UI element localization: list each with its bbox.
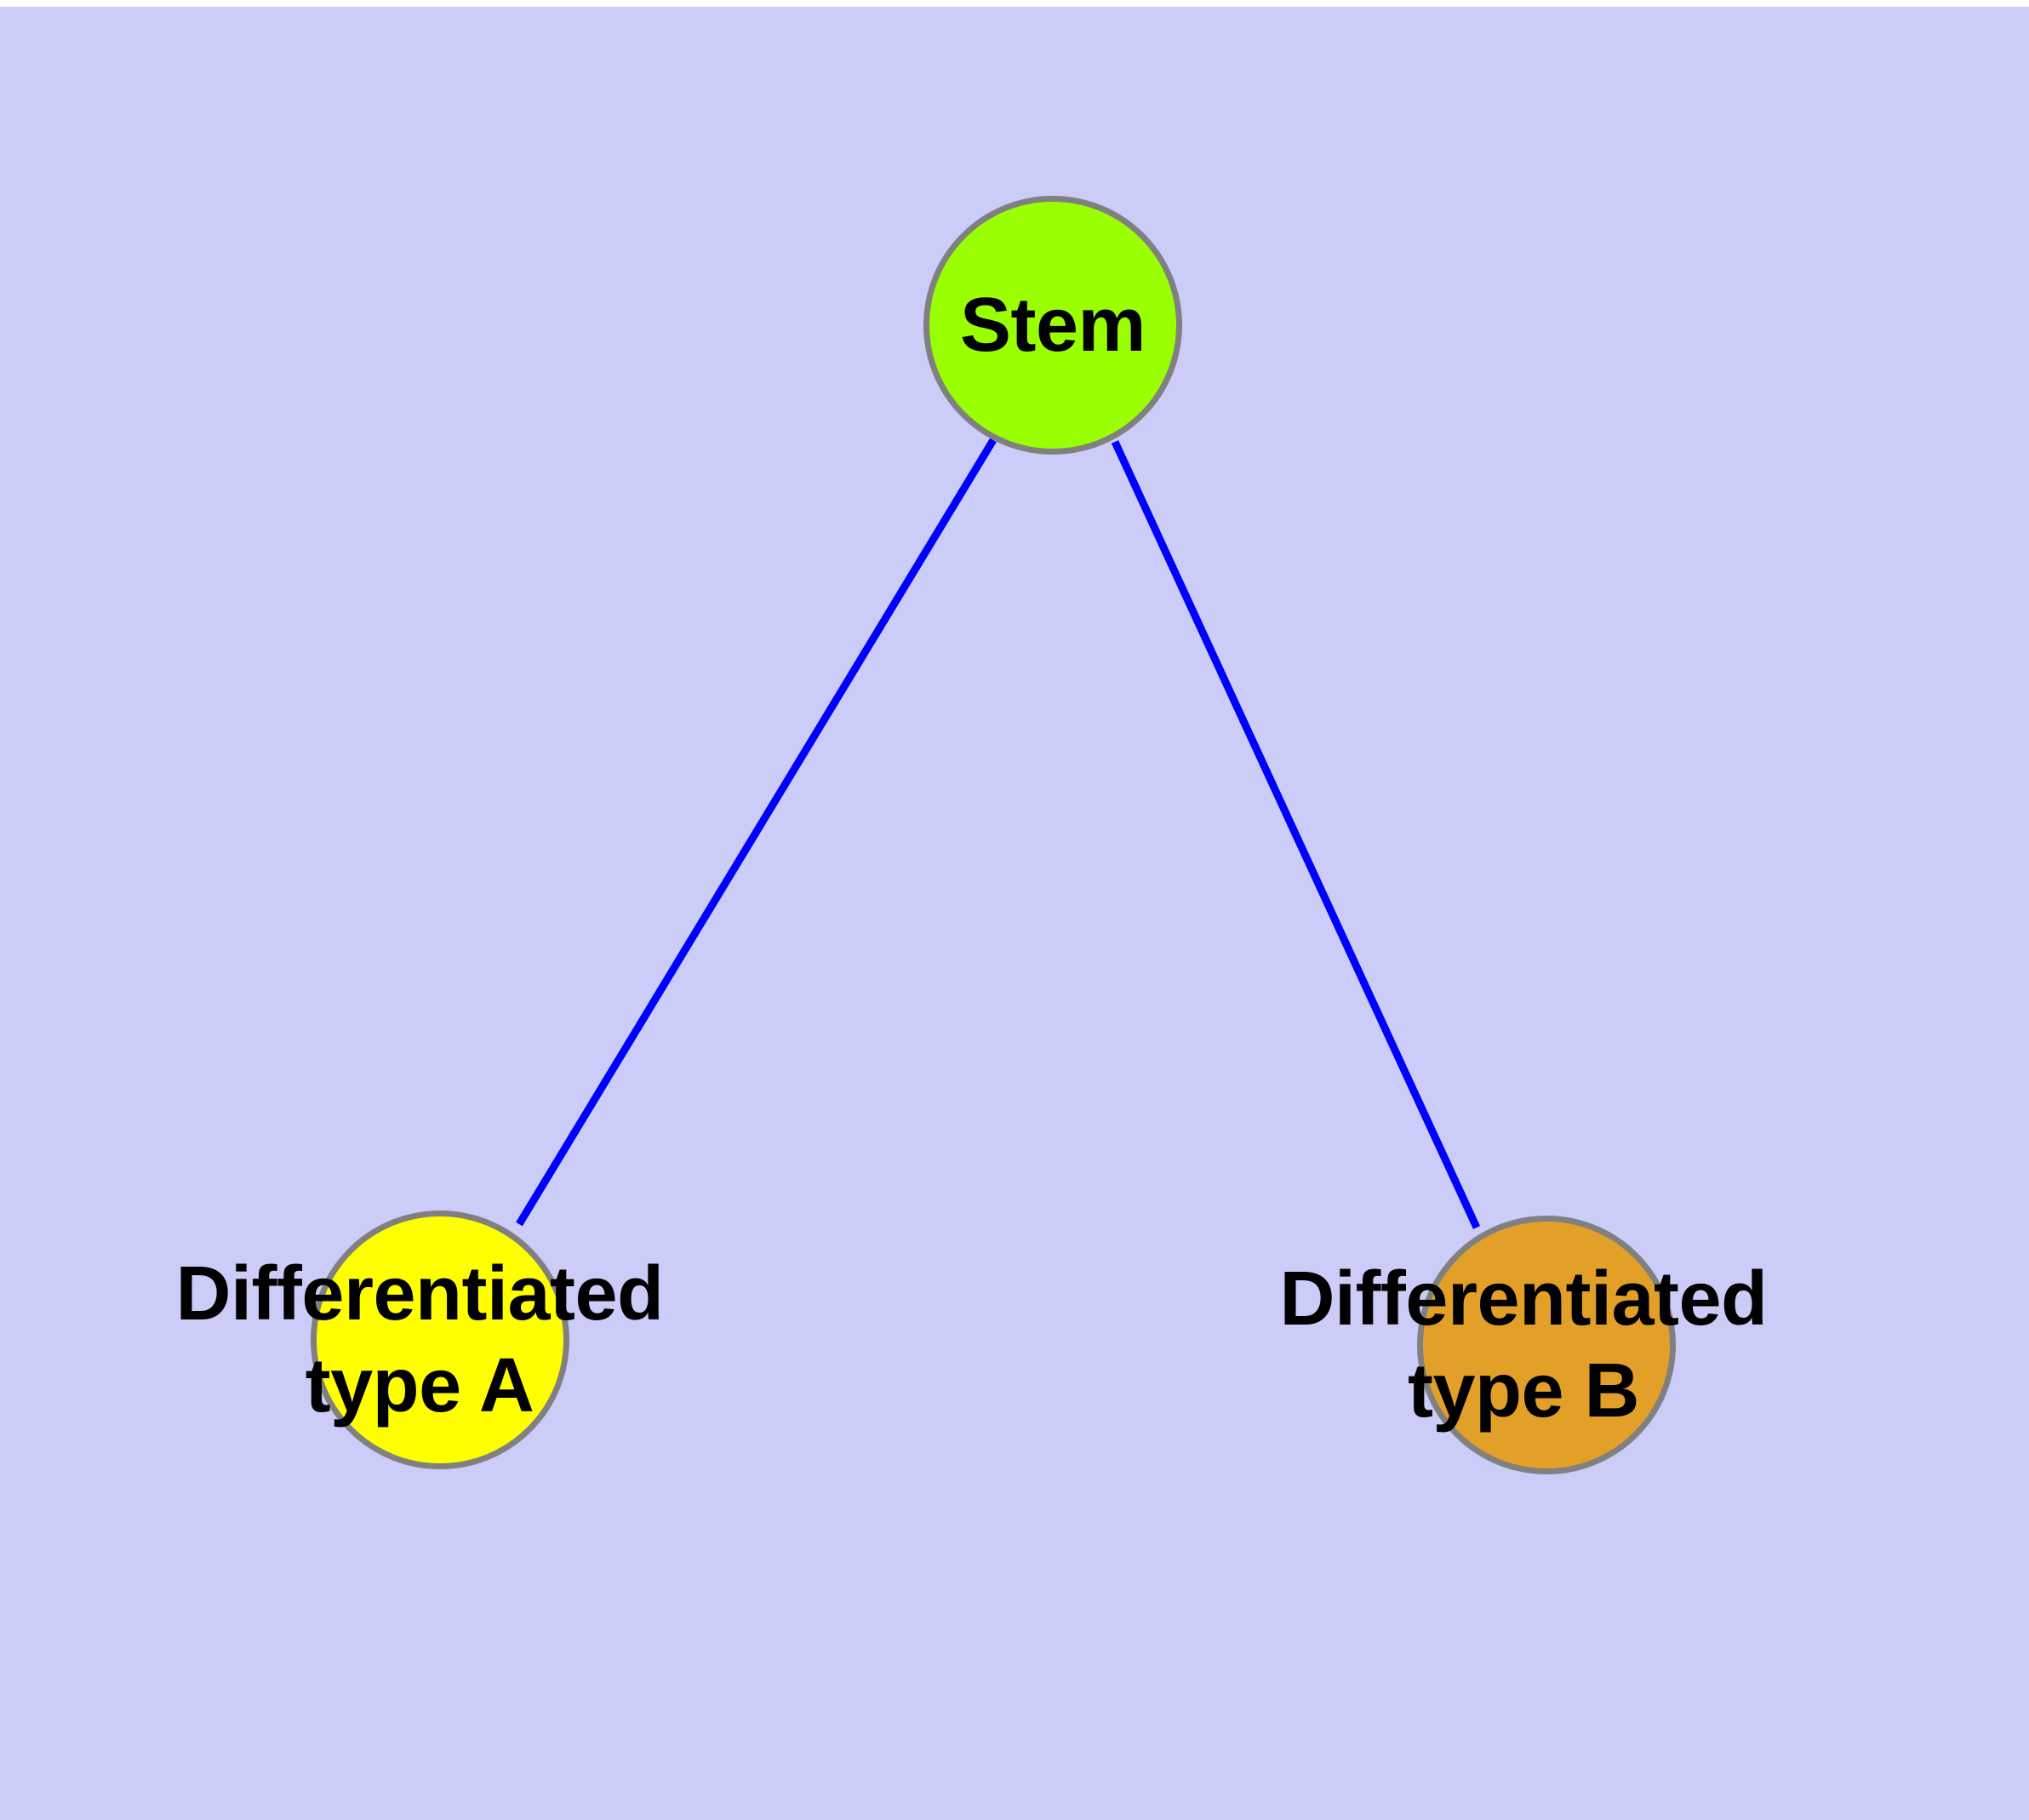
- plot-background: Differentiated type A Differentiated typ…: [0, 7, 2029, 1820]
- edge-stem-to-differentiated-type-b: [1111, 440, 1481, 1229]
- edge-stem-to-differentiated-type-a: [516, 438, 997, 1227]
- node-differentiated-type-a[interactable]: [311, 1210, 569, 1469]
- node-label-differentiated-type-b: Differentiated type B: [1279, 1256, 1768, 1434]
- edge-layer: [516, 438, 1481, 1229]
- node-stem[interactable]: [923, 196, 1182, 455]
- node-label-stem: Stem: [959, 283, 1146, 368]
- node-label-differentiated-type-a: Differentiated type A: [175, 1251, 664, 1428]
- node-differentiated-type-b[interactable]: [1417, 1216, 1676, 1474]
